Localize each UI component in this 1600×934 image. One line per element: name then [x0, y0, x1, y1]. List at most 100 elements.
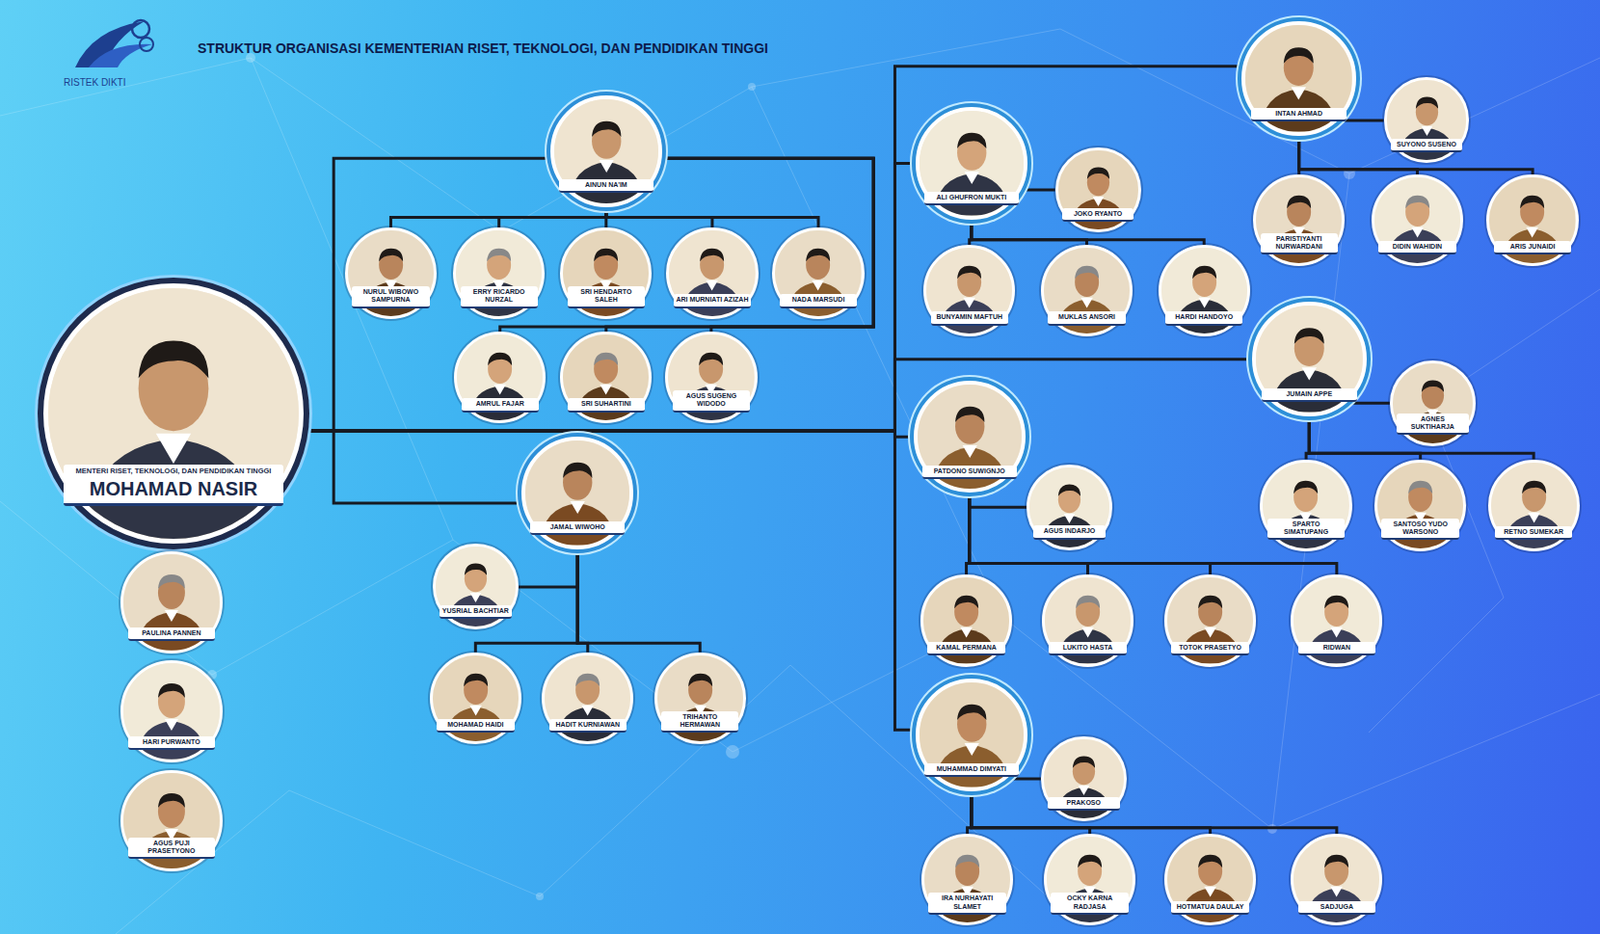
org-connector	[662, 158, 875, 332]
name-ribbon: PRAKOSO	[1047, 797, 1120, 811]
person-name: MUHAMMAD DIMYATI	[936, 765, 1007, 774]
official-portrait: AGUS INDARJO	[1026, 464, 1113, 551]
position-title: MENTERI RISET, TEKNOLOGI, DAN PENDIDIKAN…	[75, 467, 271, 477]
name-ribbon: HARDI HANDOYO	[1165, 311, 1243, 325]
official-portrait: SUYONO SUSENO	[1384, 77, 1470, 163]
person-name: AMRUL FAJAR	[476, 400, 525, 408]
name-ribbon: AMRUL FAJAR	[461, 398, 539, 412]
org-connector	[577, 549, 588, 653]
official-portrait: DIDIN WAHIDIN	[1371, 174, 1464, 267]
person-name: SANTOSO YUDO WARSONO	[1383, 520, 1457, 536]
org-connector	[390, 207, 606, 228]
name-ribbon: AGUS INDARJO	[1033, 525, 1106, 539]
name-ribbon: ERRY RICARDO NURZAL	[460, 286, 538, 308]
name-ribbon: AINUN NA'IM	[559, 179, 654, 193]
name-ribbon: SADJUGA	[1298, 901, 1376, 915]
official-portrait: OCKY KARNA RADJASA	[1043, 833, 1136, 926]
person-name: OCKY KARNA RADJASA	[1052, 894, 1126, 910]
name-ribbon: SRI SUHARTINI	[567, 398, 645, 412]
official-portrait: PATDONO SUWIGNJO	[913, 380, 1026, 493]
name-ribbon: KAMAL PERMANA	[927, 641, 1005, 656]
person-name: TRIHANTO HERMAWAN	[663, 713, 737, 729]
official-portrait: HOTMATUA DAULAY	[1164, 833, 1256, 926]
official-portrait: ARI MURNIATI AZIZAH	[666, 227, 758, 320]
name-ribbon: SANTOSO YUDO WARSONO	[1381, 518, 1459, 540]
logo-label: RISTEK DIKTI	[63, 77, 126, 88]
person-name: AINUN NA'IM	[585, 181, 628, 189]
person-name: ARI MURNIATI AZIZAH	[675, 295, 748, 304]
person-name: RIDWAN	[1323, 643, 1351, 652]
person-name: IRA NURHAYATI SLAMET	[930, 894, 1004, 910]
org-connector	[302, 66, 1244, 431]
person-name: TOTOK PRASETYO	[1178, 643, 1242, 652]
person-name: HADIT KURNIAWAN	[556, 720, 621, 729]
name-ribbon: JOKO RYANTO	[1062, 208, 1135, 222]
name-ribbon: MOHAMAD HAIDI	[436, 719, 514, 733]
name-ribbon: SPARTO SIMATUPANG	[1267, 518, 1345, 540]
official-portrait: INTAN AHMAD	[1241, 21, 1357, 136]
org-connector	[518, 549, 578, 587]
official-portrait: MUKLAS ANSORI	[1040, 244, 1133, 337]
name-ribbon: BUNYAMIN MAFTUH	[931, 311, 1009, 325]
official-portrait: SANTOSO YUDO WARSONO	[1374, 459, 1467, 552]
person-name: PATDONO SUWIGNJO	[933, 467, 1006, 476]
name-ribbon: SRI HENDARTO SALEH	[567, 286, 645, 308]
minister-portrait: MENTERI RISET, TEKNOLOGI, DAN PENDIDIKAN…	[43, 283, 304, 544]
name-ribbon: MUHAMMAD DIMYATI	[924, 763, 1019, 777]
name-ribbon: JAMAL WIWOHO	[530, 521, 625, 535]
official-portrait: ERRY RICARDO NURZAL	[453, 227, 545, 320]
official-portrait: ARIS JUNAIDI	[1486, 174, 1578, 267]
official-portrait: SRI SUHARTINI	[560, 331, 652, 424]
person-name: HARI PURWANTO	[142, 738, 201, 747]
org-connector	[606, 207, 819, 228]
official-portrait: KAMAL PERMANA	[920, 574, 1013, 667]
official-portrait: SPARTO SIMATUPANG	[1259, 459, 1352, 552]
org-connector	[969, 492, 1027, 507]
org-connector	[1345, 401, 1390, 405]
name-ribbon: HARI PURWANTO	[128, 736, 215, 750]
official-portrait: NADA MARSUDI	[772, 227, 864, 320]
name-ribbon: JUMAIN APPE	[1261, 388, 1359, 402]
official-portrait: AGNES SUKTIHARJA	[1389, 360, 1476, 447]
name-ribbon: DIDIN WAHIDIN	[1378, 240, 1456, 255]
org-connector	[971, 791, 1337, 835]
name-ribbon: RETNO SUMEKAR	[1494, 526, 1573, 540]
official-portrait: SADJUGA	[1290, 833, 1383, 926]
org-connector	[500, 158, 874, 332]
person-name: YUSRIAL BACHTIAR	[442, 607, 509, 615]
name-ribbon: INTAN AHMAD	[1251, 107, 1348, 122]
person-name: SUYONO SUSENO	[1396, 140, 1457, 149]
official-portrait: IRA NURHAYATI SLAMET	[921, 833, 1014, 926]
name-ribbon: OCKY KARNA RADJASA	[1050, 892, 1128, 914]
name-ribbon: TOTOK PRASETYO	[1171, 641, 1249, 656]
person-name: MOHAMAD NASIR	[89, 478, 258, 500]
person-name: JAMAL WIWOHO	[550, 523, 606, 532]
person-name: AGUS INDARJO	[1043, 527, 1096, 535]
org-connector	[302, 359, 1253, 431]
official-portrait: LUKITO HASTA	[1041, 574, 1134, 667]
official-portrait: MOHAMAD HAIDI	[429, 652, 522, 745]
name-ribbon: HOTMATUA DAULAY	[1171, 901, 1249, 915]
official-portrait: RIDWAN	[1290, 574, 1383, 667]
person-name: NURUL WIBOWO SAMPURNA	[353, 288, 427, 304]
official-portrait: JUMAIN APPE	[1252, 301, 1367, 417]
official-portrait: ALI GHUFRON MUKTI	[915, 106, 1028, 219]
name-ribbon: AGUS SUGENG WIDODO	[672, 390, 750, 412]
person-name: JOKO RYANTO	[1073, 210, 1122, 218]
person-name: RETNO SUMEKAR	[1503, 528, 1564, 536]
name-ribbon: ARI MURNIATI AZIZAH	[673, 293, 751, 308]
official-portrait: MUHAMMAD DIMYATI	[915, 678, 1028, 791]
name-ribbon: TRIHANTO HERMAWAN	[661, 711, 739, 733]
official-portrait: AGUS SUGENG WIDODO	[665, 331, 757, 424]
name-ribbon: NURUL WIBOWO SAMPURNA	[351, 286, 429, 308]
person-name: HARDI HANDOYO	[1174, 313, 1233, 321]
official-portrait: PRAKOSO	[1040, 736, 1127, 823]
org-connector	[1020, 187, 1055, 191]
official-portrait: JOKO RYANTO	[1055, 147, 1142, 234]
official-portrait: HADIT KURNIAWAN	[541, 652, 634, 745]
official-portrait: AGUS PUJI PRASETYONO	[120, 770, 223, 873]
person-name: ALI GHUFRON MUKTI	[935, 193, 1007, 202]
official-portrait: SRI HENDARTO SALEH	[560, 227, 652, 320]
